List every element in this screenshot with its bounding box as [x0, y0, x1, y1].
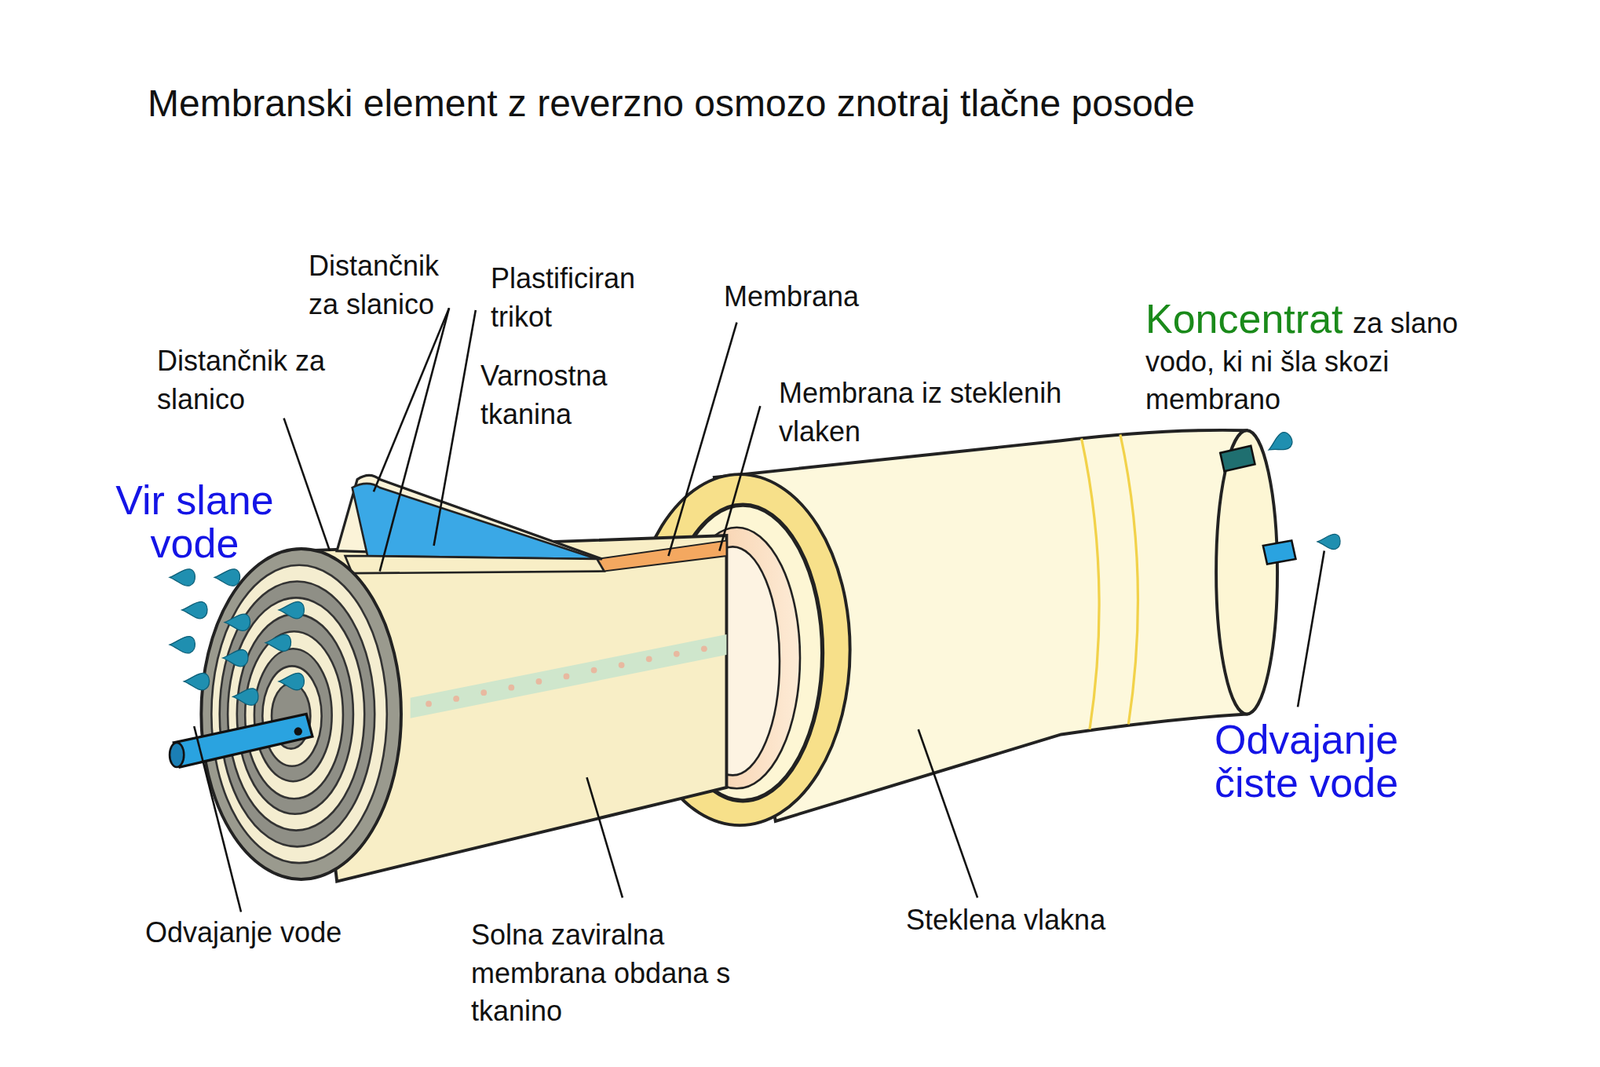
- part-label: Distančnik za slanico: [157, 342, 369, 419]
- part-label: Varnostna tkanina: [480, 357, 654, 434]
- part-label: Membrana iz steklenih vlaken: [778, 374, 1125, 451]
- part-label: Solna zaviralna membrana obdana s tkanin…: [471, 916, 758, 1031]
- inlet-label: Vir slane vode: [104, 478, 285, 565]
- outlet-note: za slano vodo, ki ni šla skozi membrano: [1145, 304, 1515, 420]
- part-label: Odvajanje vode: [145, 913, 342, 953]
- part-label: Steklena vlakna: [905, 901, 1106, 940]
- outlet-label: Koncentrat: [1145, 297, 1344, 341]
- part-label: Distančnik za slanico: [308, 247, 466, 324]
- part-label: Plastificiran trikot: [490, 259, 664, 337]
- part-label: Membrana: [723, 277, 859, 317]
- outlet-label: Odvajanje čiste vode: [1214, 718, 1435, 804]
- diagram-title: Membranski element z reverzno osmozo zno…: [147, 80, 1195, 127]
